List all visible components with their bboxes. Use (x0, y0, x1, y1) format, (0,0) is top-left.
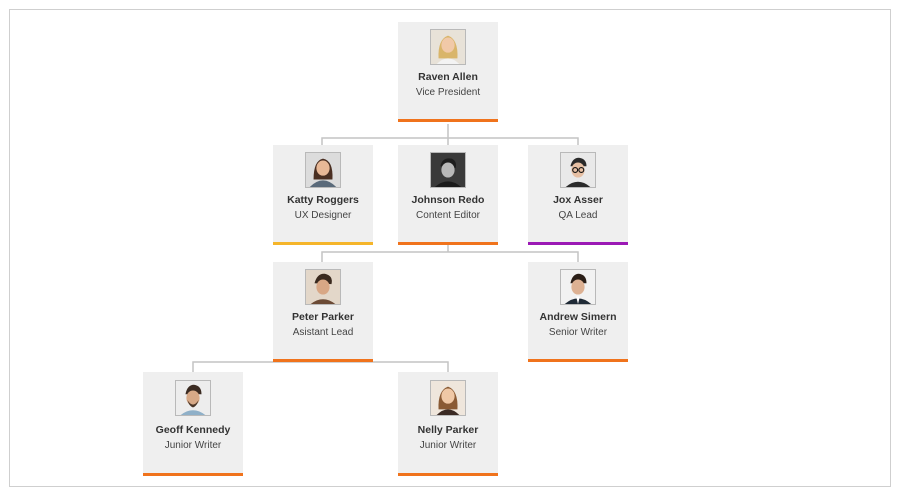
org-node-andrew-simern[interactable]: Andrew Simern Senior Writer (528, 262, 628, 362)
person-role: UX Designer (294, 210, 352, 221)
org-node-jox-asser[interactable]: Jox Asser QA Lead (528, 145, 628, 245)
avatar (560, 152, 596, 188)
org-node-nelly-parker[interactable]: Nelly Parker Junior Writer (398, 372, 498, 476)
avatar (305, 269, 341, 305)
org-node-katty-roggers[interactable]: Katty Roggers UX Designer (273, 145, 373, 245)
person-female-brunette-icon (306, 153, 340, 187)
person-male-beard-icon (176, 381, 210, 415)
person-role: Junior Writer (164, 440, 222, 451)
person-name: Nelly Parker (417, 424, 479, 436)
org-node-raven-allen[interactable]: Raven Allen Vice President (398, 22, 498, 122)
person-role: QA Lead (558, 210, 598, 221)
person-name: Katty Roggers (287, 194, 359, 206)
person-name: Raven Allen (418, 71, 478, 83)
avatar (560, 269, 596, 305)
person-name: Jox Asser (553, 194, 603, 206)
person-name: Geoff Kennedy (155, 424, 231, 436)
avatar (430, 152, 466, 188)
person-role: Content Editor (416, 210, 480, 221)
person-role: Junior Writer (419, 440, 477, 451)
person-name: Johnson Redo (411, 194, 485, 206)
person-male-grayscale-icon (431, 153, 465, 187)
person-role: Asistant Lead (292, 327, 354, 338)
person-male-smiling-icon (306, 270, 340, 304)
person-female-auburn-icon (431, 381, 465, 415)
person-role: Vice President (415, 87, 481, 98)
avatar (430, 380, 466, 416)
avatar (430, 29, 466, 65)
avatar (175, 380, 211, 416)
person-role: Senior Writer (548, 327, 608, 338)
person-female-blonde-icon (431, 30, 465, 64)
person-male-suit-icon (561, 270, 595, 304)
avatar (305, 152, 341, 188)
org-node-johnson-redo[interactable]: Johnson Redo Content Editor (398, 145, 498, 245)
org-node-geoff-kennedy[interactable]: Geoff Kennedy Junior Writer (143, 372, 243, 476)
org-node-peter-parker[interactable]: Peter Parker Asistant Lead (273, 262, 373, 362)
person-male-glasses-icon (561, 153, 595, 187)
person-name: Andrew Simern (539, 311, 617, 323)
person-name: Peter Parker (292, 311, 354, 323)
